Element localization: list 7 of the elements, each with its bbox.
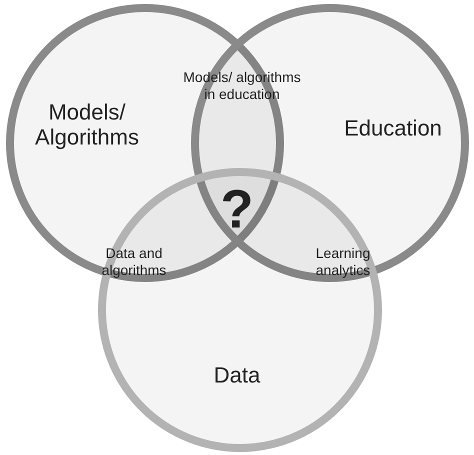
set-label: Education	[343, 115, 443, 141]
overlap-label: Learning analytics	[314, 245, 372, 279]
overlap-label: Data and algorithms	[100, 245, 168, 279]
set-label: Models/ Algorithms	[34, 100, 140, 150]
question-mark: ?	[220, 178, 254, 242]
overlap-label: Models/ algorithms in education	[182, 69, 302, 103]
set-label: Data	[212, 362, 262, 388]
